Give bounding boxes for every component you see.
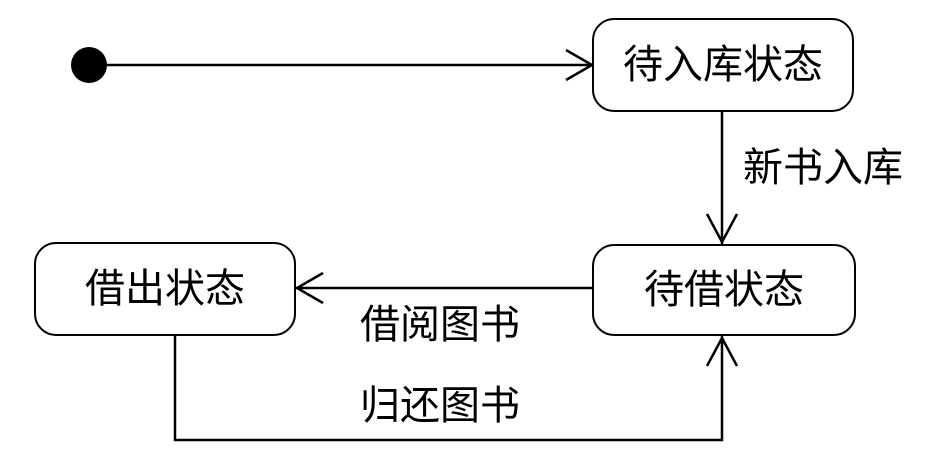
label-return-book: 归还图书: [360, 383, 520, 429]
store-transition-arrowhead: [705, 213, 739, 245]
state-borrowed: 借出状态: [34, 242, 296, 336]
return-transition-line: [173, 334, 724, 442]
initial-state-node: [71, 47, 107, 83]
borrow-transition-arrowhead: [294, 271, 324, 305]
state-available: 待借状态: [592, 244, 856, 336]
label-new-book-stored: 新书入库: [743, 145, 903, 191]
state-pending-storage: 待入库状态: [592, 18, 854, 112]
label-borrow-book: 借阅图书: [360, 302, 520, 348]
return-transition-arrowhead: [705, 335, 739, 367]
